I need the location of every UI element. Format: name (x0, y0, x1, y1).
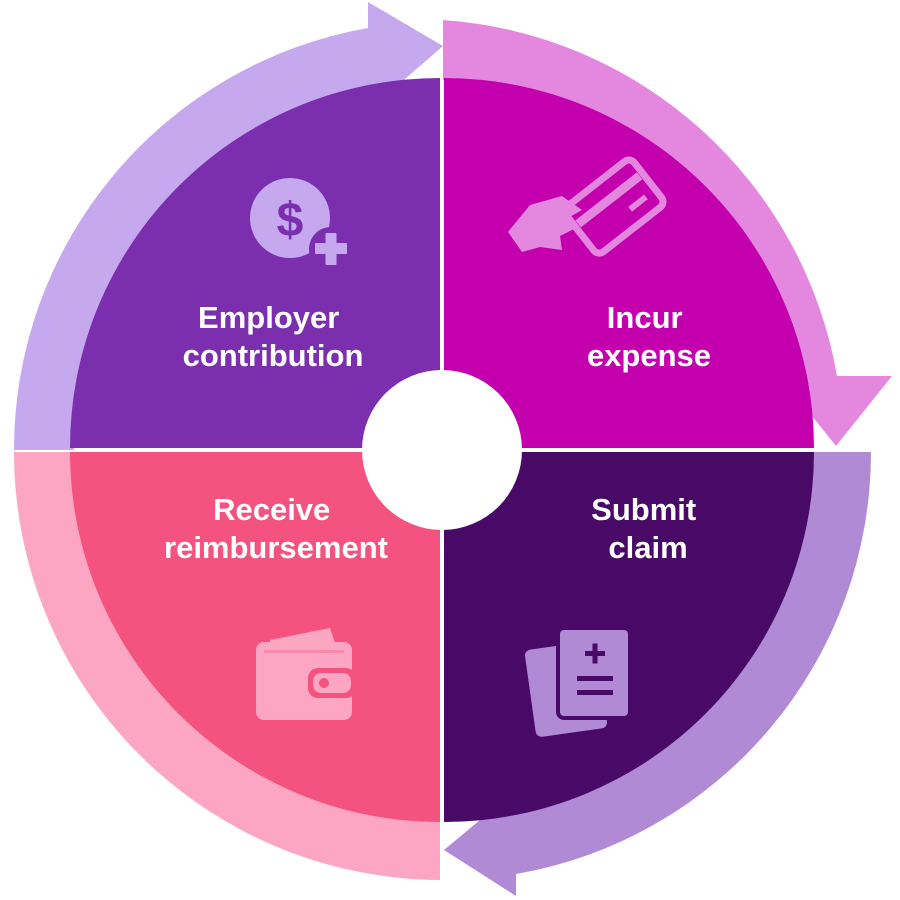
claim-documents-icon (525, 626, 632, 737)
center-circle (362, 370, 522, 530)
cycle-arrows (13, 2, 892, 896)
svg-text:$: $ (277, 194, 304, 247)
quadrant-receive-reimbursement (70, 452, 440, 822)
arrow-ring-bottom-left (14, 452, 440, 880)
wallet-icon (256, 628, 356, 720)
label-employer-contribution: Employer contribution (183, 300, 364, 373)
label-submit-claim-line-2: claim (608, 530, 687, 565)
label-incur-expense: Incur expense (587, 300, 711, 373)
label-employer-contribution-line-2: contribution (183, 338, 364, 373)
label-submit-claim-line-1: Submit (591, 492, 696, 527)
label-receive-reimbursement: Receive reimbursement (164, 492, 388, 565)
quadrant-labels: Employer contribution Incur expense Subm… (164, 300, 711, 565)
arrow-ring-top-left (13, 2, 444, 450)
label-incur-expense-line-1: Incur (607, 300, 683, 335)
arrow-ring-top-right (443, 20, 892, 446)
quadrant-employer-contribution (70, 78, 440, 448)
label-receive-reimbursement-line-1: Receive (213, 492, 330, 527)
label-receive-reimbursement-line-2: reimbursement (164, 530, 388, 565)
label-submit-claim: Submit claim (591, 492, 705, 565)
label-employer-contribution-line-1: Employer (198, 300, 339, 335)
dollar-plus-icon: $ (250, 178, 353, 271)
quadrant-incur-expense (444, 78, 814, 448)
arrow-ring-bottom-right (444, 452, 872, 896)
label-incur-expense-line-2: expense (587, 338, 711, 373)
hand-card-icon (508, 156, 667, 257)
